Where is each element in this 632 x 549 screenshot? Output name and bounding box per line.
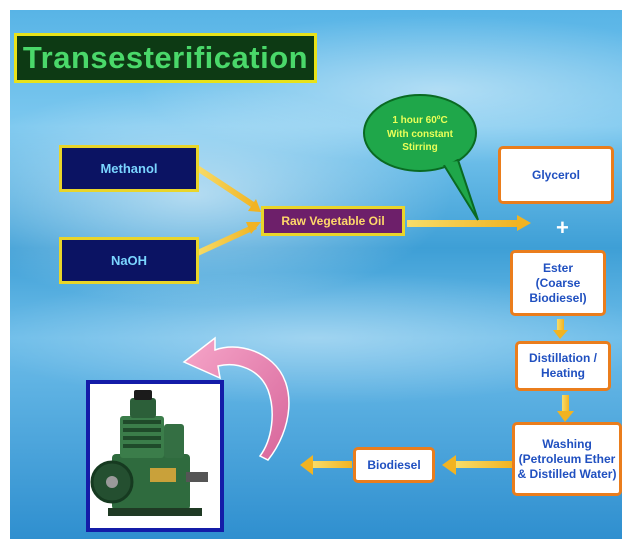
arrow-methanol-to-oil xyxy=(195,165,261,212)
washing-box: Washing (Petroleum Ether & Distilled Wat… xyxy=(512,422,622,496)
ester-line3: Biodiesel) xyxy=(529,290,587,305)
engine-illustration xyxy=(90,384,220,528)
washing-line3: & Distilled Water) xyxy=(517,466,617,481)
engine-image-frame xyxy=(86,380,224,532)
raw-oil-label: Raw Vegetable Oil xyxy=(281,214,385,228)
naoh-box: NaOH xyxy=(59,237,199,284)
distillation-line2: Heating xyxy=(540,366,585,380)
arrow-oil-to-products xyxy=(407,215,531,231)
curved-pink-arrow xyxy=(182,336,290,461)
condition-callout xyxy=(363,94,479,221)
washing-line2: (Petroleum Ether xyxy=(518,451,616,466)
raw-oil-box: Raw Vegetable Oil xyxy=(261,206,405,236)
condition-line3: Stirring xyxy=(402,142,438,153)
arrow-washing-to-biodiesel xyxy=(442,455,512,475)
arrow-distillation-to-washing xyxy=(557,395,574,422)
biodiesel-box: Biodiesel xyxy=(353,447,435,483)
page-title: Transesterification xyxy=(22,40,309,75)
distillation-box: Distillation / Heating xyxy=(515,341,611,391)
arrow-ester-to-distillation xyxy=(553,319,568,339)
ester-box: Ester (Coarse Biodiesel) xyxy=(510,250,606,316)
glycerol-box: Glycerol xyxy=(498,146,614,204)
plus-sign: + xyxy=(556,215,569,240)
distillation-line1: Distillation / xyxy=(528,351,597,365)
arrow-naoh-to-oil xyxy=(195,222,261,256)
slide: Transesterification xyxy=(10,10,622,539)
arrows-layer xyxy=(182,94,574,475)
condition-line2: With constant xyxy=(386,128,453,140)
condition-text: 1 hour 60ºC With constant Stirring xyxy=(366,114,474,155)
title-box: Transesterification xyxy=(14,33,317,83)
naoh-label: NaOH xyxy=(110,253,148,268)
methanol-box: Methanol xyxy=(59,145,199,192)
glycerol-label: Glycerol xyxy=(531,167,581,182)
washing-line1: Washing xyxy=(542,436,592,451)
ester-line1: Ester xyxy=(542,260,573,275)
biodiesel-label: Biodiesel xyxy=(367,457,421,472)
condition-line1: 1 hour 60ºC xyxy=(392,115,448,126)
ester-line2: (Coarse xyxy=(535,275,581,290)
methanol-label: Methanol xyxy=(100,161,158,176)
arrow-biodiesel-to-engine xyxy=(300,455,352,475)
